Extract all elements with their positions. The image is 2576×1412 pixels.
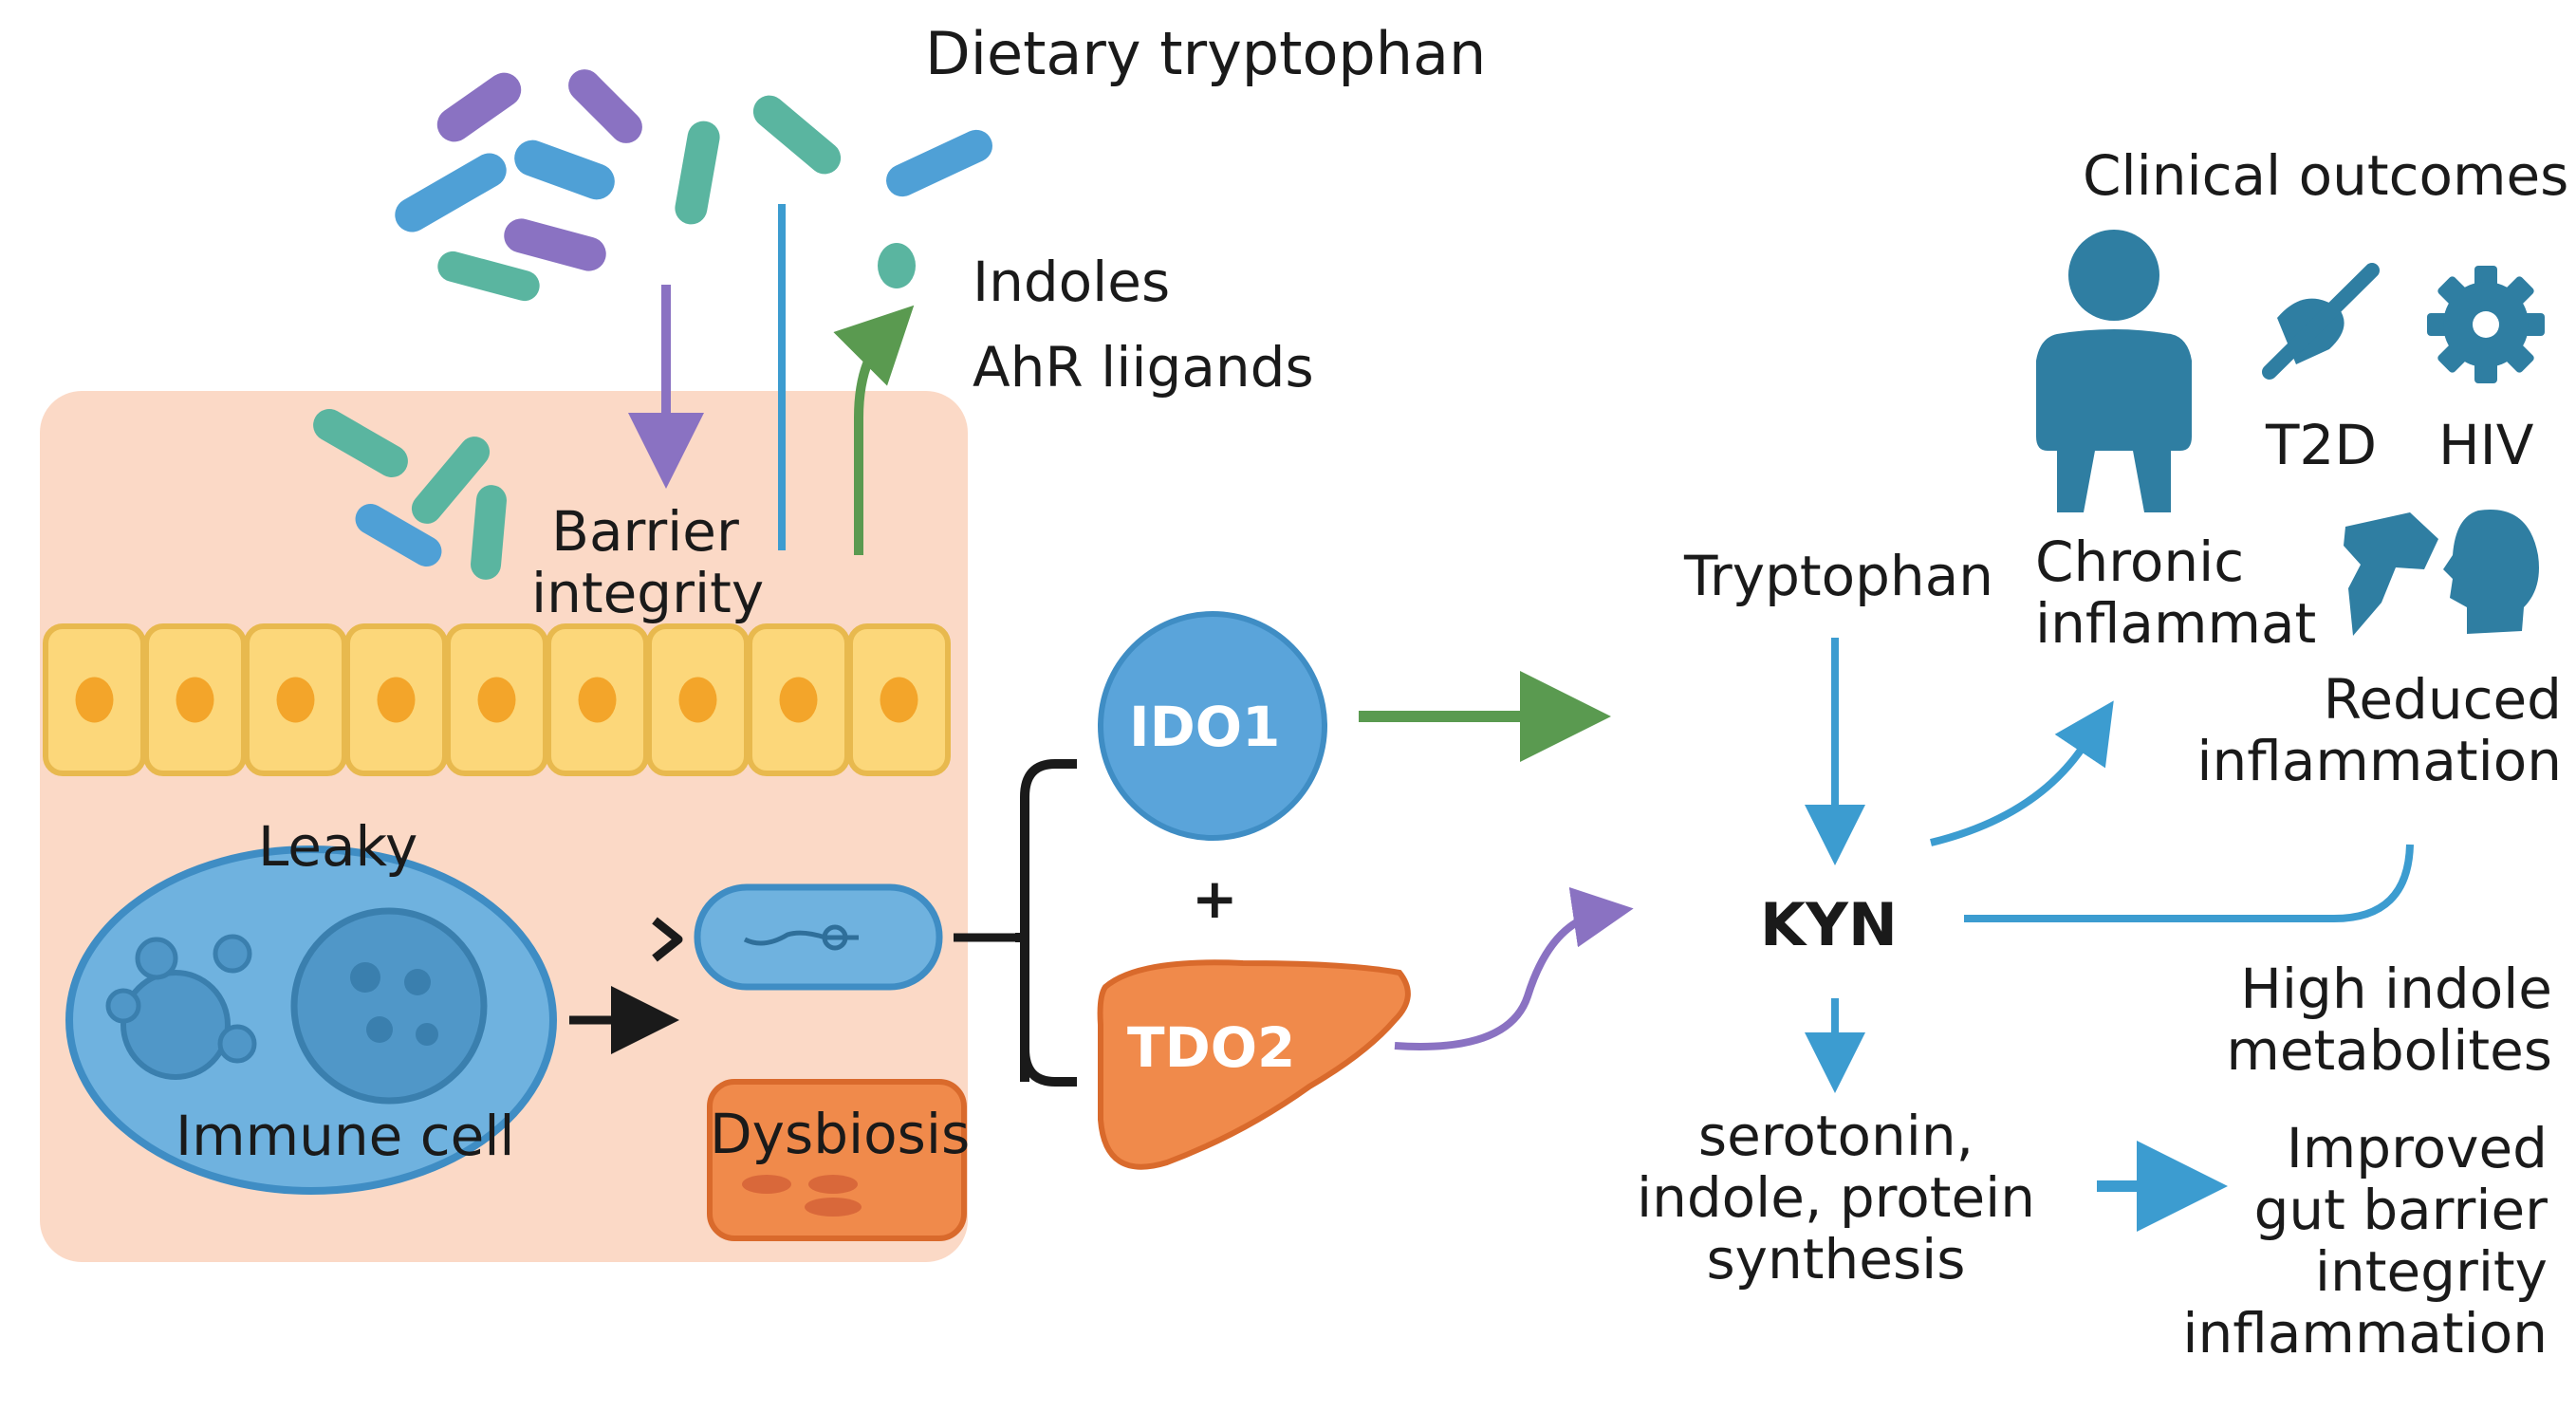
- stomach-icon: [2344, 512, 2438, 636]
- kyn-label: KYN: [1760, 890, 1898, 959]
- cell-nucleus: [678, 677, 717, 723]
- ido1-circle: [1098, 611, 1327, 841]
- immune-cell-label: Immune cell: [176, 1104, 515, 1168]
- cell-nucleus: [477, 677, 516, 723]
- immune-cell-graphic: [65, 845, 557, 1195]
- head-profile-icon: [2443, 509, 2539, 634]
- kyn-to-chronic-arrow: [1930, 700, 2114, 846]
- barrier-label: Barrier integrity: [531, 499, 765, 625]
- diagram-title: Dietary tryptophan: [925, 19, 1487, 88]
- cell-nucleus: [779, 677, 818, 723]
- indoles-up-arrow: [833, 305, 915, 555]
- hiv-label: HIV: [2438, 413, 2534, 477]
- tryptophan-label: Tryptophan: [1684, 544, 1993, 608]
- chevron-icon: [652, 917, 683, 962]
- tdo2-label: TDO2: [1127, 1015, 1296, 1080]
- dysbiosis-label: Dysbiosis: [710, 1102, 971, 1166]
- ahr-ligands-label: AhR liigands: [973, 335, 1314, 399]
- ido1-label: IDO1: [1129, 695, 1281, 759]
- cell-nucleus: [75, 677, 114, 723]
- bacterium-icon: [694, 883, 943, 991]
- plus-sign: +: [1192, 866, 1238, 931]
- high-indole-label: High indole metabolites: [2226, 957, 2552, 1083]
- epithelium-layer: [43, 623, 951, 776]
- reduced-inflammation-label: Reduced inflammation: [2196, 667, 2562, 793]
- cell-nucleus: [377, 677, 416, 723]
- bacteria-cluster: [313, 69, 992, 580]
- t2d-icon: [2262, 263, 2380, 380]
- tdo2-arrow: [1394, 886, 1634, 1050]
- cell-nucleus: [578, 677, 617, 723]
- enzyme-brace: [1020, 759, 1077, 1087]
- chronic-inflammation-label: Chronic inflammat: [2035, 530, 2317, 656]
- clinical-outcomes-title: Clinical outcomes: [2083, 143, 2569, 208]
- cell-nucleus: [276, 677, 315, 723]
- person-icon: [2036, 230, 2192, 512]
- indoles-label: Indoles: [973, 250, 1171, 314]
- cell-nucleus: [176, 677, 214, 723]
- dysbiosis-box: [707, 1079, 967, 1241]
- improved-outcome-label: Improved gut barrier integrity inflammat…: [2182, 1116, 2548, 1366]
- leaky-label: Leaky: [258, 814, 418, 879]
- tdo2-liver: [1097, 959, 1411, 1170]
- hiv-icon: [2427, 266, 2545, 383]
- t2d-label: T2D: [2266, 413, 2377, 477]
- kyn-to-reduced-line: [1964, 844, 2414, 922]
- products-label: serotonin, indole, protein synthesis: [1636, 1104, 2036, 1291]
- cell-nucleus: [880, 677, 918, 723]
